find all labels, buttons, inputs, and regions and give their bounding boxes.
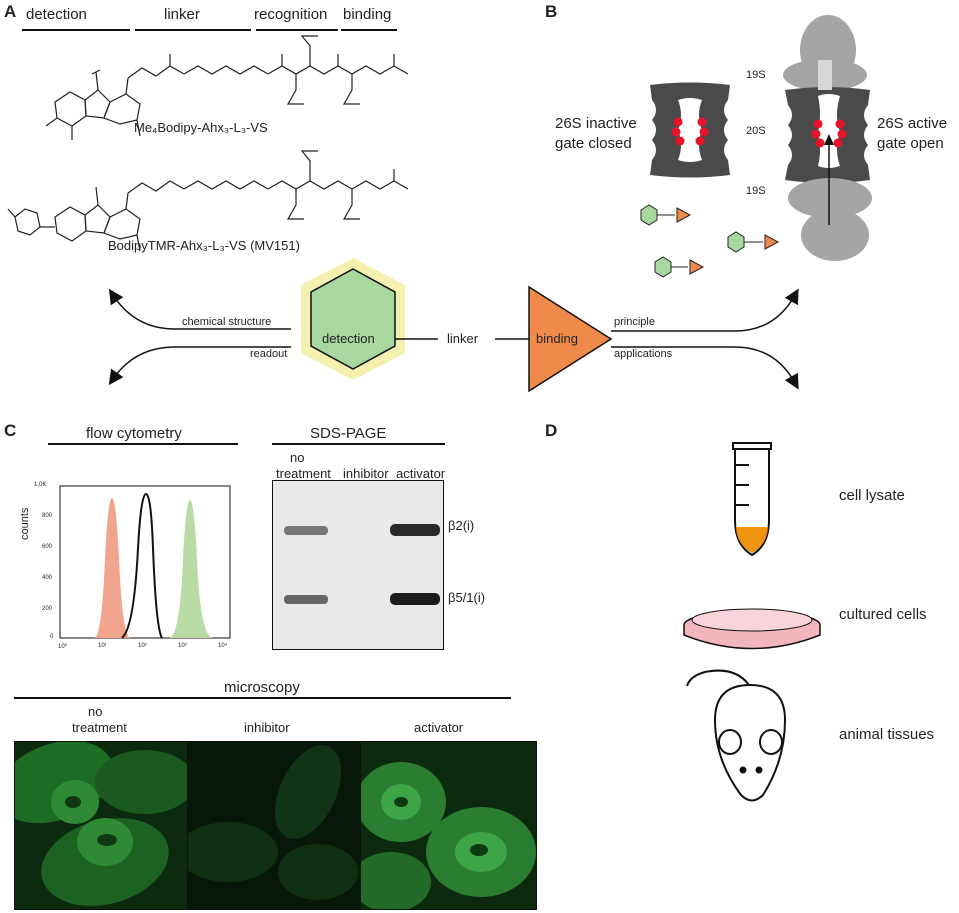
- ytick-5: 0: [50, 634, 54, 640]
- xtick-2: 10²: [138, 643, 147, 649]
- dish-icon: [683, 608, 821, 650]
- black-histogram: [121, 492, 163, 639]
- structure-1: [45, 35, 409, 140]
- header-recognition: recognition: [254, 6, 328, 23]
- xtick-1: 10¹: [98, 643, 107, 649]
- chemical-structures: [7, 35, 409, 252]
- applications-label: applications: [614, 348, 673, 360]
- panel-a-letter: A: [4, 2, 17, 21]
- active-label-2: gate open: [877, 135, 944, 152]
- header-binding: binding: [343, 6, 392, 23]
- proteasome-diagram: [640, 15, 872, 278]
- mic-no-1: no: [88, 704, 103, 719]
- principle-label: principle: [614, 316, 655, 328]
- lane-no-1: no: [290, 450, 305, 465]
- xtick-4: 10⁴: [218, 643, 228, 649]
- binding-triangle: [528, 285, 613, 393]
- cultured-cells-label: cultured cells: [839, 606, 927, 623]
- sds-page-title: SDS-PAGE: [310, 425, 387, 442]
- linker-label: linker: [447, 331, 479, 346]
- compound-1-name: Me₄Bodipy-Ahx₃-L₃-VS: [134, 120, 268, 135]
- chemical-structure-label: chemical structure: [182, 316, 272, 328]
- ytick-2: 600: [42, 544, 53, 550]
- mouse-icon: [686, 669, 787, 802]
- header-rule-recognition: [256, 29, 338, 31]
- active-label-1: 26S active: [877, 115, 948, 132]
- structure-2: [7, 150, 409, 252]
- lane-activator: activator: [396, 466, 446, 481]
- microscopy-title: microscopy: [224, 679, 300, 696]
- inactive-label-1: 26S inactive: [555, 115, 637, 132]
- inactive-label-2: gate closed: [555, 135, 632, 152]
- mic-inhibitor: inhibitor: [244, 720, 290, 735]
- green-histogram: [170, 500, 212, 638]
- ytick-0: 1,0K: [34, 482, 47, 488]
- micro-inhibitor: [187, 741, 364, 910]
- cell-lysate-label: cell lysate: [839, 487, 905, 504]
- header-rule-binding: [341, 29, 397, 31]
- proteasome-inactive: [650, 82, 730, 178]
- sds-gel: [272, 480, 444, 650]
- label-20s: 20S: [746, 125, 766, 137]
- panel-d-letter: D: [545, 421, 558, 440]
- binding-label: binding: [536, 331, 578, 346]
- panel-b-letter: B: [545, 2, 558, 21]
- ytick-4: 200: [42, 606, 53, 612]
- ytick-3: 400: [42, 575, 53, 581]
- micro-no-treatment: [14, 741, 191, 910]
- animal-tissues-label: animal tissues: [839, 726, 935, 743]
- mic-activator: activator: [414, 720, 464, 735]
- salmon-histogram: [95, 498, 130, 638]
- readout-label: readout: [250, 348, 288, 360]
- panel-d-icons: [683, 442, 821, 802]
- flow-rule: [48, 443, 238, 445]
- header-rule-detection: [22, 29, 130, 31]
- detection-label: detection: [322, 331, 375, 346]
- band-beta2: β2(i): [448, 518, 475, 533]
- flow-cytometry-title: flow cytometry: [86, 425, 182, 442]
- micro-activator: [360, 741, 537, 910]
- xtick-3: 10³: [178, 643, 187, 649]
- header-detection: detection: [26, 6, 87, 23]
- lane-inhibitor: inhibitor: [343, 466, 389, 481]
- proteasome-active: [783, 15, 872, 261]
- microscopy-rule: [14, 697, 511, 699]
- header-rule-linker: [135, 29, 251, 31]
- ytick-1: 800: [42, 513, 53, 519]
- header-linker: linker: [164, 6, 200, 23]
- center-schematic: [108, 258, 799, 393]
- detection-hexagon: [310, 268, 396, 370]
- probe-molecules: [640, 204, 780, 278]
- sds-rule: [272, 443, 445, 445]
- label-19s-bottom: 19S: [746, 185, 766, 197]
- xtick-0: 10⁰: [58, 644, 68, 650]
- compound-2-name: BodipyTMR-Ahx₃-L₃-VS (MV151): [108, 238, 300, 253]
- tube-icon: [732, 442, 772, 557]
- panel-c-letter: C: [4, 421, 17, 440]
- band-beta5: β5/1(i): [448, 590, 486, 605]
- label-19s-top: 19S: [746, 69, 766, 81]
- flow-histogram: [59, 485, 231, 639]
- lane-no-2: treatment: [276, 466, 331, 481]
- mic-no-2: treatment: [72, 720, 127, 735]
